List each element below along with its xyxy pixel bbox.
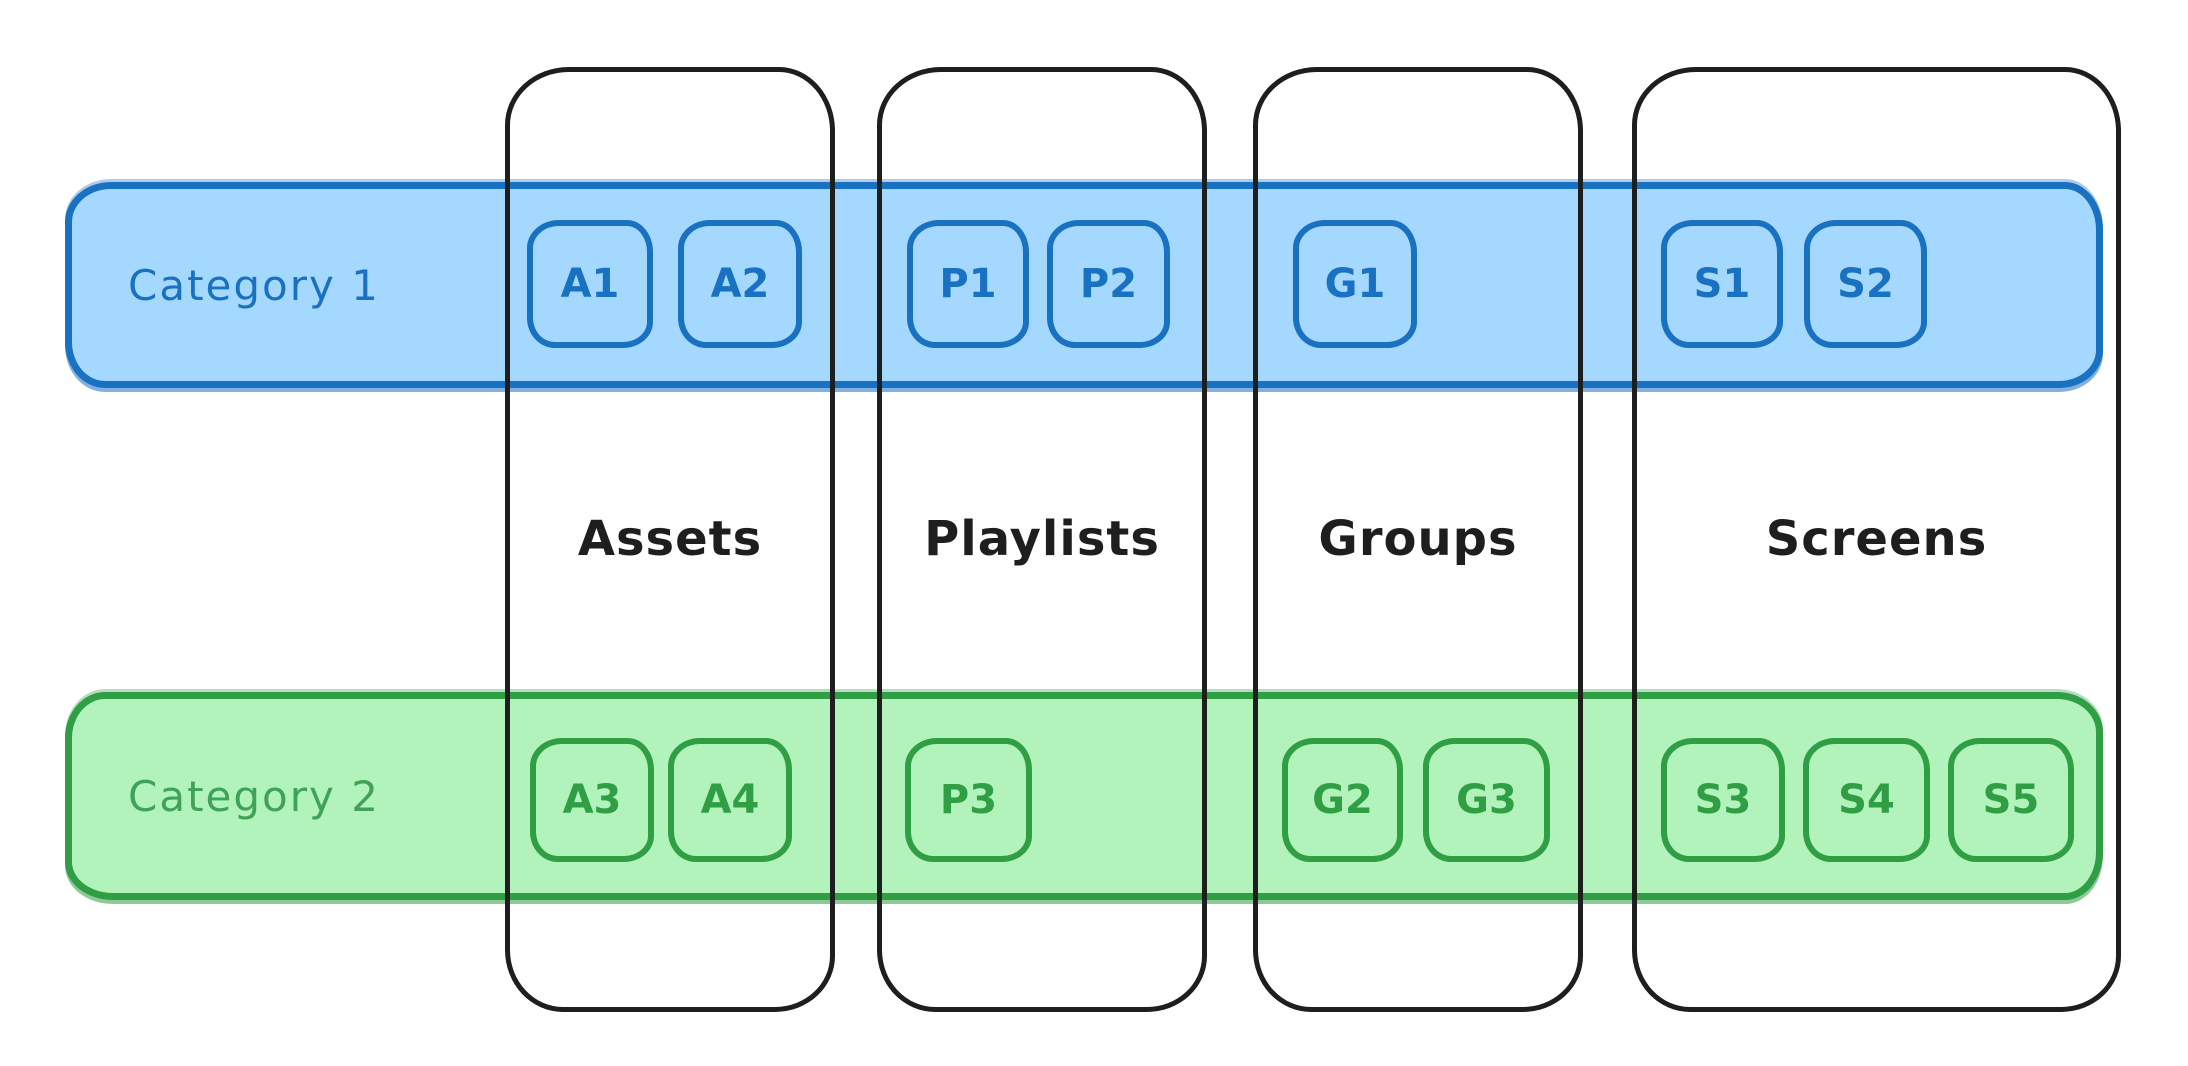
chip-s4: S4 [1803, 738, 1930, 862]
chip-s5: S5 [1948, 738, 2074, 862]
category-1-band: Category 1 [65, 182, 2103, 388]
column-label-screens: Screens [1765, 511, 1988, 567]
column-label-playlists: Playlists [924, 511, 1160, 567]
column-label-groups: Groups [1318, 511, 1518, 567]
chip-g2: G2 [1282, 738, 1403, 862]
category-1-label: Category 1 [128, 260, 380, 310]
category-2-label: Category 2 [128, 771, 380, 821]
chip-p1: P1 [907, 220, 1029, 348]
chip-p3: P3 [905, 738, 1032, 862]
chip-g1: G1 [1293, 220, 1417, 348]
chip-s1: S1 [1661, 220, 1783, 348]
chip-a2: A2 [678, 220, 802, 348]
chip-p2: P2 [1047, 220, 1170, 348]
chip-g3: G3 [1423, 738, 1550, 862]
chip-a1: A1 [527, 220, 653, 348]
chip-s3: S3 [1661, 738, 1785, 862]
chip-s2: S2 [1804, 220, 1927, 348]
chip-a4: A4 [668, 738, 792, 862]
column-label-assets: Assets [577, 511, 763, 567]
chip-a3: A3 [530, 738, 654, 862]
category-2-band: Category 2 [65, 692, 2103, 900]
